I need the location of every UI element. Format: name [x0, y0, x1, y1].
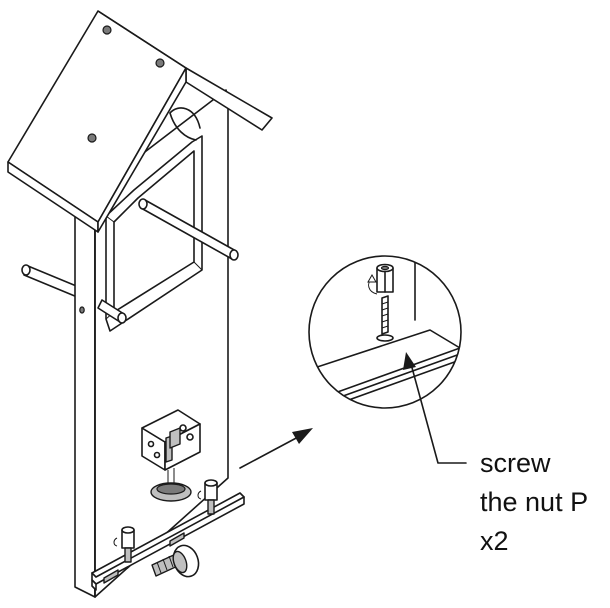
adjustment-knob: [151, 544, 200, 578]
callout-leader: [403, 352, 467, 464]
callout-text-quantity: x2: [480, 526, 509, 556]
roof: [7, 10, 273, 233]
detail-circle: [308, 255, 462, 409]
bottom-nuts: [113, 479, 218, 563]
pointer-arrow: [239, 428, 313, 469]
left-dowel: [21, 264, 87, 300]
callout-text-screw: screw: [480, 448, 551, 478]
bracket-assembly: [141, 409, 201, 502]
callout-text-nut: the nut P: [480, 487, 589, 517]
right-dowels: [97, 198, 239, 324]
